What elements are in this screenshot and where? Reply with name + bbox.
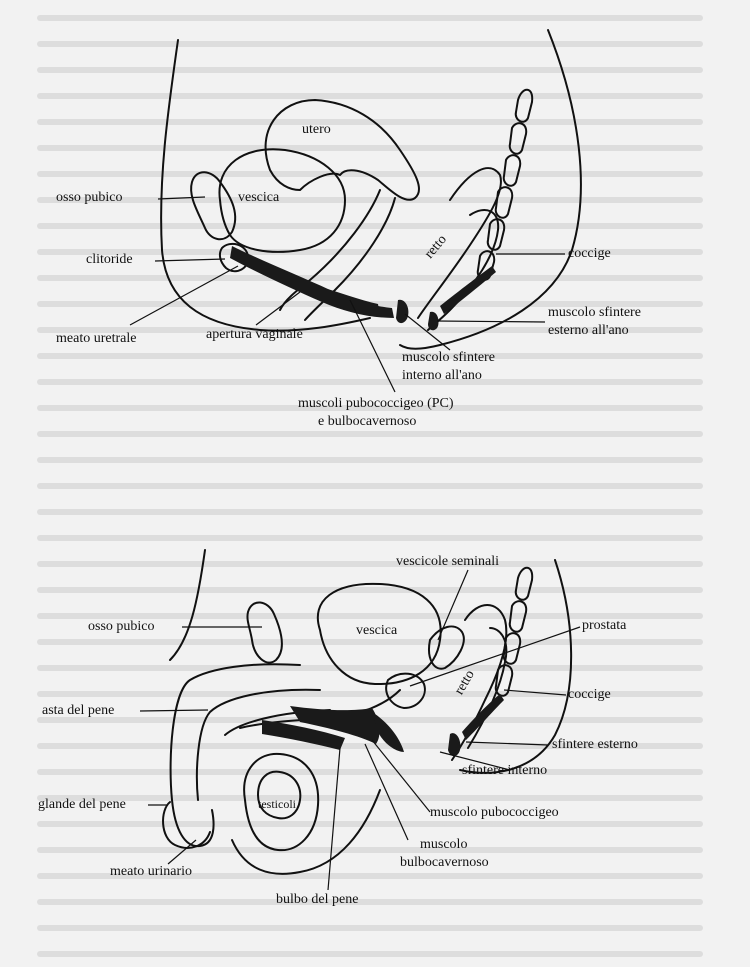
female-back-contour [400, 30, 581, 349]
prostate-shape [386, 674, 425, 708]
label-sfintere-esterno: sfintere esterno [552, 737, 638, 753]
label-utero: utero [302, 122, 331, 138]
label-asta-del-pene: asta del pene [42, 703, 114, 719]
label-osso-pubico-female: osso pubico [56, 190, 123, 206]
label-muscoli-pc-1: muscoli pubococcigeo (PC) [298, 396, 454, 412]
label-clitoride: clitoride [86, 252, 133, 268]
seminal-vesicles-shape [429, 626, 464, 668]
label-muscolo-bulbocavernoso-2: bulbocavernoso [400, 855, 489, 871]
label-muscolo-sfintere-esterno-1: muscolo sfintere [548, 305, 641, 321]
label-prostata: prostata [582, 618, 626, 634]
label-vescica-female: vescica [238, 190, 279, 206]
female-pelvis-drawing [161, 30, 581, 349]
label-muscolo-pubococcigeo: muscolo pubococcigeo [430, 805, 559, 821]
label-muscoli-pc-2: e bulbocavernoso [318, 414, 416, 430]
label-coccige-female: coccige [568, 246, 611, 262]
label-coccige-male: coccige [568, 687, 611, 703]
label-meato-uretrale: meato uretrale [56, 331, 136, 347]
female-pubic-bone-shape [191, 172, 235, 239]
label-sfintere-interno: sfintere interno [462, 763, 547, 779]
label-vescicole-seminali: vescicole seminali [396, 554, 499, 570]
label-testicoli: testicoli [258, 796, 296, 812]
female-internal-sphincter [428, 312, 439, 331]
label-muscolo-sfintere-interno-2: interno all'ano [402, 368, 482, 384]
label-bulbo-del-pene: bulbo del pene [276, 892, 358, 908]
label-muscolo-sfintere-esterno-2: esterno all'ano [548, 323, 629, 339]
label-glande-del-pene: glande del pene [38, 797, 126, 813]
label-vescica-male: vescica [356, 623, 397, 639]
label-osso-pubico-male: osso pubico [88, 619, 155, 635]
label-apertura-vaginale: apertura vaginale [206, 327, 303, 343]
label-meato-urinario: meato urinario [110, 864, 192, 880]
male-pubic-bone-shape [247, 602, 281, 662]
label-muscolo-sfintere-interno-1: muscolo sfintere [402, 350, 495, 366]
label-muscolo-bulbocavernoso-1: muscolo [420, 837, 467, 853]
male-external-sphincter [448, 733, 460, 756]
